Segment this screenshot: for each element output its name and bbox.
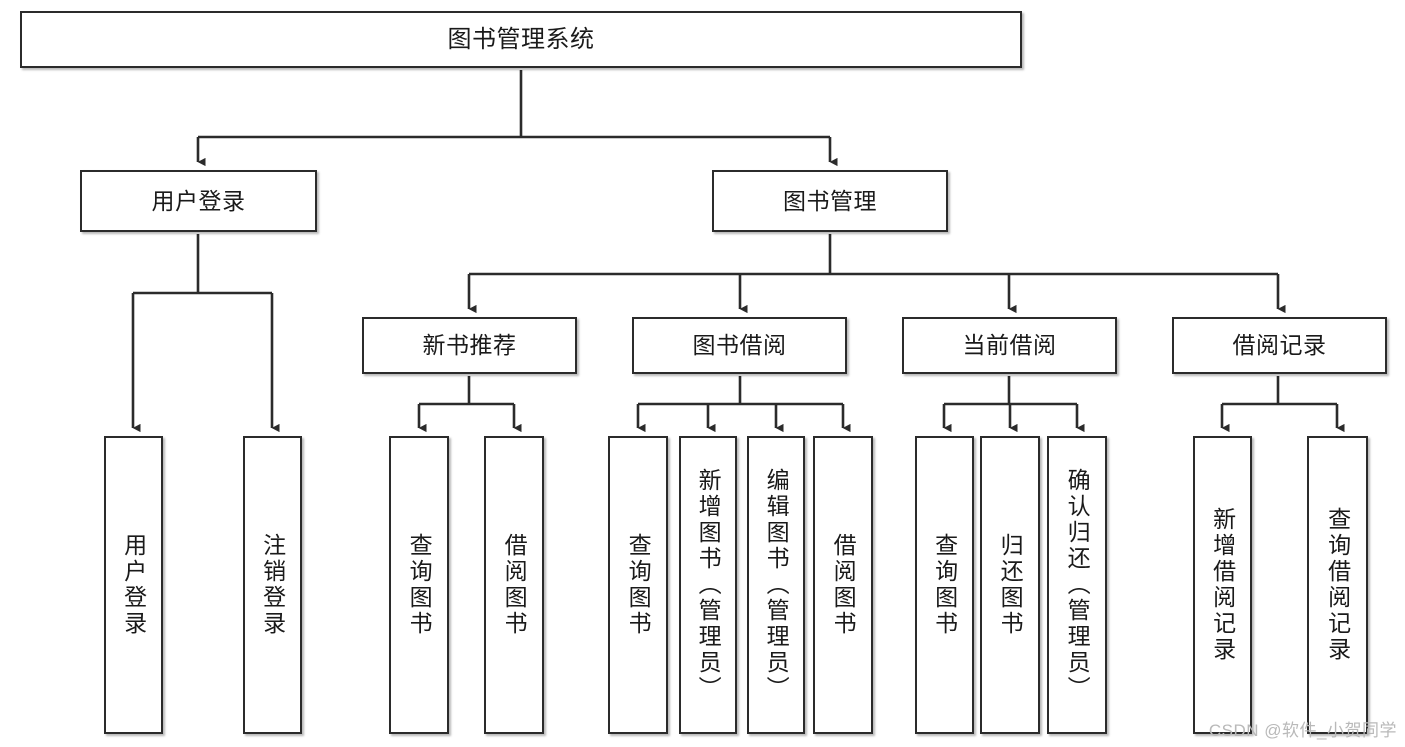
node-new-book-recommend[interactable]: 新书推荐 [362, 317, 577, 374]
node-root-system[interactable]: 图书管理系统 [20, 11, 1022, 68]
leaf-query-book-3[interactable]: 查询图书 [915, 436, 974, 734]
node-user-login[interactable]: 用户登录 [80, 170, 317, 232]
node-label: 查询图书 [931, 533, 958, 637]
node-book-borrow[interactable]: 图书借阅 [632, 317, 847, 374]
node-label: 新书推荐 [422, 332, 517, 359]
node-current-borrow[interactable]: 当前借阅 [902, 317, 1117, 374]
node-label: 新增图书（管理员） [695, 468, 722, 702]
node-label: 编辑图书（管理员） [763, 468, 790, 702]
node-label: 注销登录 [259, 533, 286, 637]
leaf-edit-book-admin[interactable]: 编辑图书（管理员） [747, 436, 805, 734]
node-label: 归还图书 [997, 533, 1024, 637]
node-label: 借阅图书 [830, 533, 857, 637]
node-label: 借阅记录 [1232, 332, 1327, 359]
leaf-add-borrow-record[interactable]: 新增借阅记录 [1193, 436, 1252, 734]
leaf-confirm-return-admin[interactable]: 确认归还（管理员） [1047, 436, 1107, 734]
node-label: 确认归还（管理员） [1064, 468, 1091, 702]
node-label: 查询借阅记录 [1324, 507, 1351, 663]
node-label: 查询图书 [406, 533, 433, 637]
node-borrow-records[interactable]: 借阅记录 [1172, 317, 1387, 374]
leaf-borrow-book-1[interactable]: 借阅图书 [484, 436, 544, 734]
leaf-borrow-book-2[interactable]: 借阅图书 [813, 436, 873, 734]
leaf-query-book-2[interactable]: 查询图书 [608, 436, 668, 734]
node-label: 借阅图书 [501, 533, 528, 637]
leaf-return-book[interactable]: 归还图书 [980, 436, 1040, 734]
node-label: 图书借阅 [692, 332, 787, 359]
node-book-management[interactable]: 图书管理 [712, 170, 948, 232]
node-label: 图书管理系统 [447, 25, 595, 53]
node-label: 用户登录 [120, 533, 147, 637]
node-label: 当前借阅 [962, 332, 1057, 359]
leaf-query-book-1[interactable]: 查询图书 [389, 436, 449, 734]
node-label: 新增借阅记录 [1209, 507, 1236, 663]
node-label: 图书管理 [783, 187, 877, 214]
leaf-logout-login[interactable]: 注销登录 [243, 436, 302, 734]
node-label: 用户登录 [151, 187, 246, 214]
leaf-add-book-admin[interactable]: 新增图书（管理员） [679, 436, 737, 734]
node-label: 查询图书 [625, 533, 652, 637]
csdn-watermark: CSDN @软件_小贺同学 [1208, 721, 1397, 740]
leaf-query-borrow-record[interactable]: 查询借阅记录 [1307, 436, 1368, 734]
leaf-user-login[interactable]: 用户登录 [104, 436, 163, 734]
